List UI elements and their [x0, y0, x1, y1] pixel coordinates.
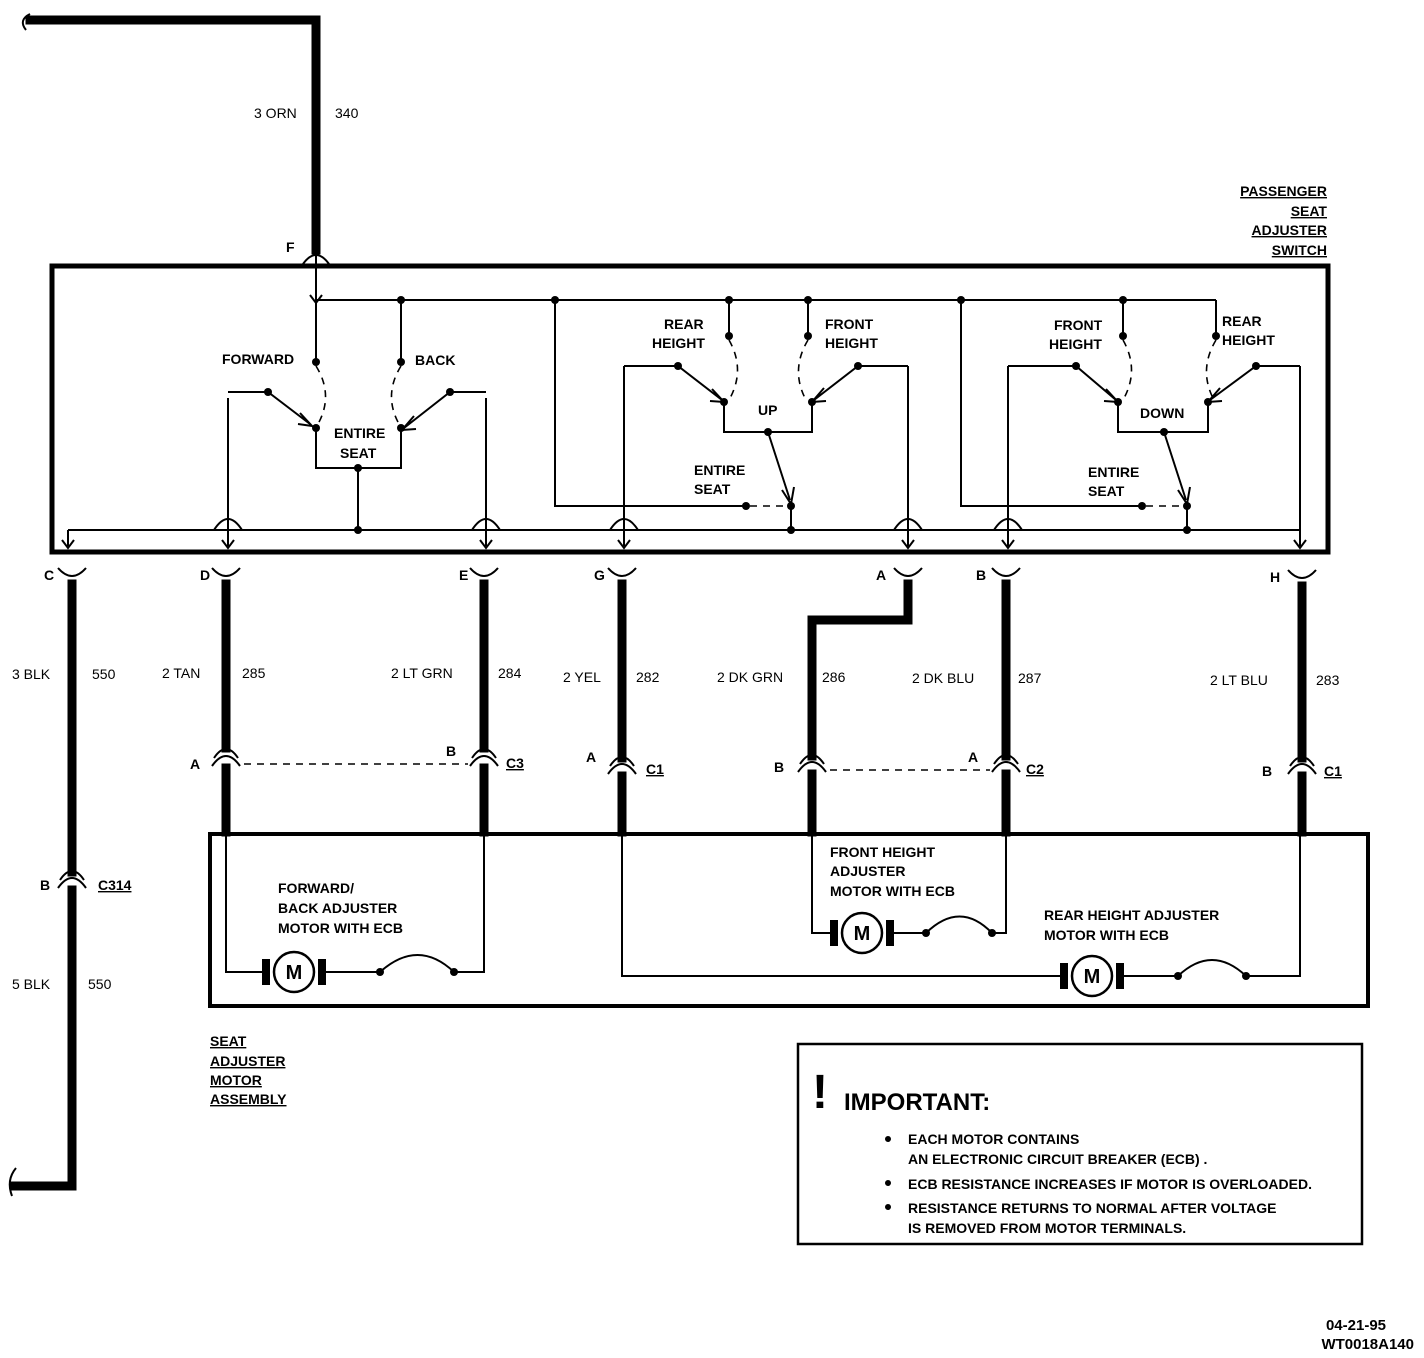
pin-e-label: E	[459, 567, 468, 583]
front-height-1-line2: HEIGHT	[825, 335, 878, 351]
down-label: DOWN	[1140, 405, 1184, 421]
rear-height-motor-line2: MOTOR WITH ECB	[1044, 927, 1169, 943]
motor-assembly-title-3: MOTOR	[210, 1072, 262, 1088]
c3-pin-a: A	[190, 756, 200, 772]
c3-name: C3	[506, 755, 524, 771]
entire-seat-2-line1: ENTIRE	[694, 462, 745, 478]
front-height-1-line1: FRONT	[825, 316, 874, 332]
fwd-back-motor-symbol: M	[286, 962, 303, 984]
front-height-motor-line3: MOTOR WITH ECB	[830, 883, 955, 899]
entire-seat-3-line1: ENTIRE	[1088, 464, 1139, 480]
inline-connectors: B C314 A B C3 A C1 B A C2 B C1	[40, 743, 1342, 893]
entire-seat-1-line2: SEAT	[340, 445, 377, 461]
entire-seat-2-line2: SEAT	[694, 481, 731, 497]
fwd-back-motor-line3: MOTOR WITH ECB	[278, 920, 403, 936]
switch-title-3: ADJUSTER	[1252, 222, 1327, 238]
wire-b-gauge: 2 DK BLU	[912, 670, 974, 686]
up-label: UP	[758, 402, 777, 418]
pin-b-label: B	[976, 567, 986, 583]
wire-e-gauge: 2 LT GRN	[391, 665, 453, 681]
front-height-motor-symbol: M	[854, 923, 871, 945]
motor-assembly-title-2: ADJUSTER	[210, 1053, 285, 1069]
wire-g-gauge: 2 YEL	[563, 669, 601, 685]
pin-c-label: C	[44, 567, 54, 583]
c314-pin: B	[40, 877, 50, 893]
motor-assembly-title-4: ASSEMBLY	[210, 1091, 287, 1107]
important-bullet-1-line1: EACH MOTOR CONTAINS	[908, 1131, 1079, 1147]
important-bullet-3-line2: IS REMOVED FROM MOTOR TERMINALS.	[908, 1220, 1186, 1236]
important-bullet-2: ECB RESISTANCE INCREASES IF MOTOR IS OVE…	[908, 1176, 1312, 1192]
front-height-motor-line2: ADJUSTER	[830, 863, 905, 879]
switch-title-1: PASSENGER	[1240, 183, 1327, 199]
rear-height-motor-symbol: M	[1084, 966, 1101, 988]
fwd-back-motor-line2: BACK ADJUSTER	[278, 900, 397, 916]
c1-pin-b: B	[1262, 763, 1272, 779]
wire-b-circuit: 287	[1018, 670, 1042, 686]
c2-pin-b: B	[774, 759, 784, 775]
rear-height-1-line1: REAR	[664, 316, 704, 332]
wire-g-circuit: 282	[636, 669, 660, 685]
c1-pin-a: A	[586, 749, 596, 765]
entire-seat-1-line1: ENTIRE	[334, 425, 385, 441]
entire-seat-3-line2: SEAT	[1088, 483, 1125, 499]
back-label: BACK	[415, 352, 455, 368]
pin-a-label: A	[876, 567, 886, 583]
pin-g-label: G	[594, 567, 605, 583]
wire-d-circuit: 285	[242, 665, 266, 681]
wire-d-gauge: 2 TAN	[162, 665, 200, 681]
top-feed-wire: 3 ORN 340 F	[21, 13, 359, 305]
important-mark: !	[812, 1066, 828, 1119]
footer-code: WT0018A140	[1321, 1336, 1414, 1353]
pin-d-label: D	[200, 567, 210, 583]
c3-pin-b: B	[446, 743, 456, 759]
important-bullet-3-line1: RESISTANCE RETURNS TO NORMAL AFTER VOLTA…	[908, 1200, 1276, 1216]
wire-a-circuit: 286	[822, 669, 846, 685]
wire-c-circuit: 550	[92, 666, 116, 682]
fwd-back-motor-line1: FORWARD/	[278, 880, 354, 896]
important-note: ! IMPORTANT: EACH MOTOR CONTAINS AN ELEC…	[796, 1042, 1364, 1246]
c2-pin-a: A	[968, 749, 978, 765]
pin-h-label: H	[1270, 569, 1280, 585]
wire-e-circuit: 284	[498, 665, 522, 681]
important-heading: IMPORTANT:	[844, 1089, 990, 1116]
wire-c-gauge: 3 BLK	[12, 666, 51, 682]
front-height-2-line2: HEIGHT	[1049, 336, 1102, 352]
top-wire-circuit: 340	[335, 105, 359, 121]
c2-name: C2	[1026, 761, 1044, 777]
important-bullet-1-line2: AN ELECTRONIC CIRCUIT BREAKER (ECB) .	[908, 1151, 1207, 1167]
drawing-reference: 04-21-95 WT0018A140	[1321, 1317, 1414, 1353]
top-wire-gauge: 3 ORN	[254, 105, 297, 121]
rear-height-2-line1: REAR	[1222, 313, 1262, 329]
front-height-2-line1: FRONT	[1054, 317, 1103, 333]
lower-wire-circuit: 550	[88, 976, 112, 992]
rear-height-2-line2: HEIGHT	[1222, 332, 1275, 348]
passenger-seat-adjuster-switch: PASSENGER SEAT ADJUSTER SWITCH	[49, 183, 1331, 555]
motor-assembly-title-1: SEAT	[210, 1033, 247, 1049]
front-height-motor-line1: FRONT HEIGHT	[830, 844, 935, 860]
switch-title-2: SEAT	[1291, 203, 1328, 219]
rear-height-motor-line1: REAR HEIGHT ADJUSTER	[1044, 907, 1219, 923]
c1-name-b: C1	[1324, 763, 1342, 779]
footer-date: 04-21-95	[1326, 1317, 1386, 1334]
c1-name-a: C1	[646, 761, 664, 777]
rear-height-1-line2: HEIGHT	[652, 335, 705, 351]
pin-f-label: F	[286, 239, 295, 255]
c314-name: C314	[98, 877, 132, 893]
switch-title-4: SWITCH	[1272, 242, 1327, 258]
seat-adjuster-motor-assembly: SEAT ADJUSTER MOTOR ASSEMBLY M FORWARD/ …	[208, 832, 1370, 1107]
harness-wires: 3 BLK 550 2 TAN 285 2 LT GRN 284 2 YEL 2…	[8, 579, 1340, 1197]
switch-connector-pins: C D E G A B H	[44, 567, 1317, 585]
wire-h-gauge: 2 LT BLU	[1210, 672, 1268, 688]
lower-wire-gauge: 5 BLK	[12, 976, 51, 992]
forward-label: FORWARD	[222, 351, 294, 367]
wire-h-circuit: 283	[1316, 672, 1340, 688]
wire-a-gauge: 2 DK GRN	[717, 669, 783, 685]
